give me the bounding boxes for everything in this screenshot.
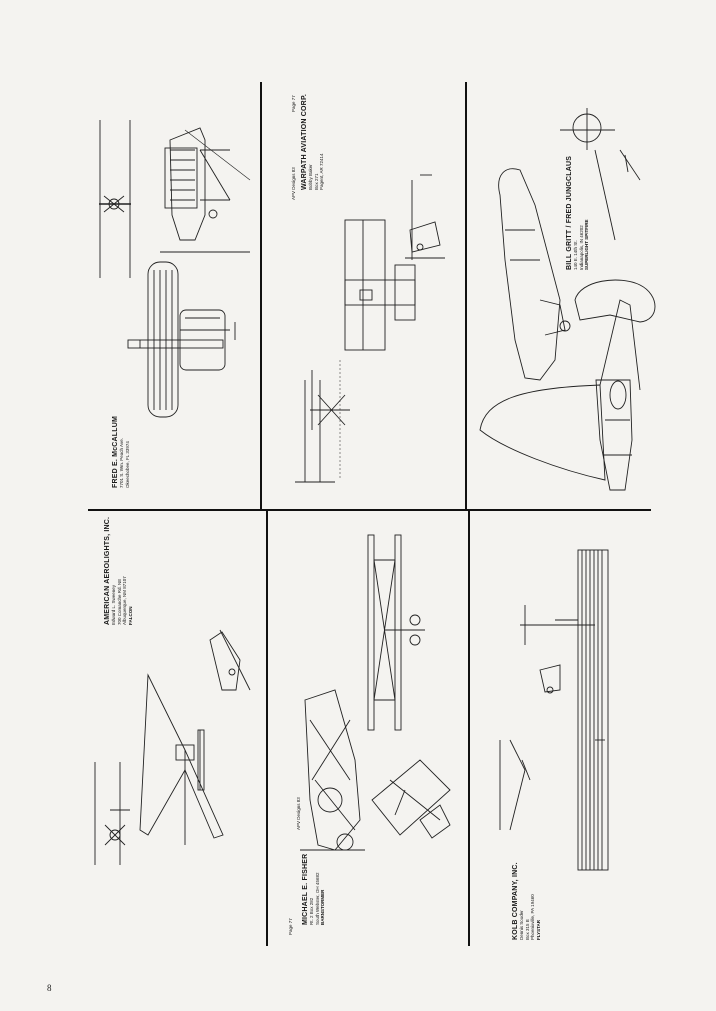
gritt-company-name: BILL GRITT / FRED JUNGCLAUS [566,155,573,270]
spitfire-top-view [479,279,656,491]
spitfire-front-view [560,108,641,241]
mccallum-side-view [160,127,251,253]
kolb-company-name: KOLB COMPANY, INC. [512,862,519,940]
flystar-side-view [539,664,605,860]
warpath-company-name: WARPATH AVIATION CORP. [301,93,308,190]
warpath-side-view [405,174,445,260]
kolb-spec-block: KOLB COMPANY, INC. Dennis Souder Box 315… [512,862,541,940]
barnstormer-side-view [300,689,365,851]
horizontal-rule-middle [88,509,651,511]
warpath-designs-ref: APV Designs 83 [291,167,296,200]
falcon-top-view [139,673,224,845]
page-number: 8 [47,983,52,993]
flystar-top-view [520,549,609,871]
mccallum-company-name: FRED E. McCALLUM [112,415,119,488]
warpath-top-view [344,219,416,351]
gritt-spec-block: BILL GRITT / FRED JUNGCLAUS 140 E. 14th … [566,156,590,270]
flystar-front-view [499,739,531,831]
fisher-model-name: BARNSTORMER [320,889,325,925]
barnstormer-top-view [371,759,451,839]
falcon-side-view [209,629,251,691]
mccallum-spec-block: FRED E. McCALLUM 7701 S. Wm. Peach Ave. … [112,416,130,488]
vertical-rule-bottom-right [468,511,470,946]
warpath-page-ref: Page 77 [291,95,296,112]
vertical-rule-top-right [465,82,467,510]
vertical-rule-bottom-left [266,511,268,946]
mccallum-address-line: Okeechobee, FL 33974 [124,441,130,488]
vertical-rule-top-left [260,82,262,510]
fisher-designs-ref: APV Designs 83 [296,797,301,830]
gritt-model-name: SUPERLIGHT SPITFIRE [584,219,589,270]
fisher-page-ref: Page 77 [288,918,293,935]
american-company-name: AMERICAN AEROLIGHTS, INC. [104,516,111,625]
american-spec-block: AMERICAN AEROLIGHTS, INC. Edward L. Swee… [104,517,133,625]
mccallum-front-view [99,120,131,278]
fisher-company-name: MICHAEL E. FISHER [302,853,309,925]
warpath-address-line: Pagent, AR 72414 [319,153,324,190]
falcon-front-view [94,762,130,865]
american-model-name: FALCON [127,606,133,626]
warpath-spec-block: WARPATH AVIATION CORP. Bobby Baker Box 2… [301,94,325,190]
fisher-spec-block: MICHAEL E. FISHER Rt. 2 Box 282 South We… [302,854,326,925]
mccallum-top-view [127,261,236,418]
warpath-front-view [295,360,350,483]
kolb-model-name: FLYSTAR [535,919,541,940]
spitfire-side-view [498,168,571,381]
barnstormer-front-view [367,534,425,731]
